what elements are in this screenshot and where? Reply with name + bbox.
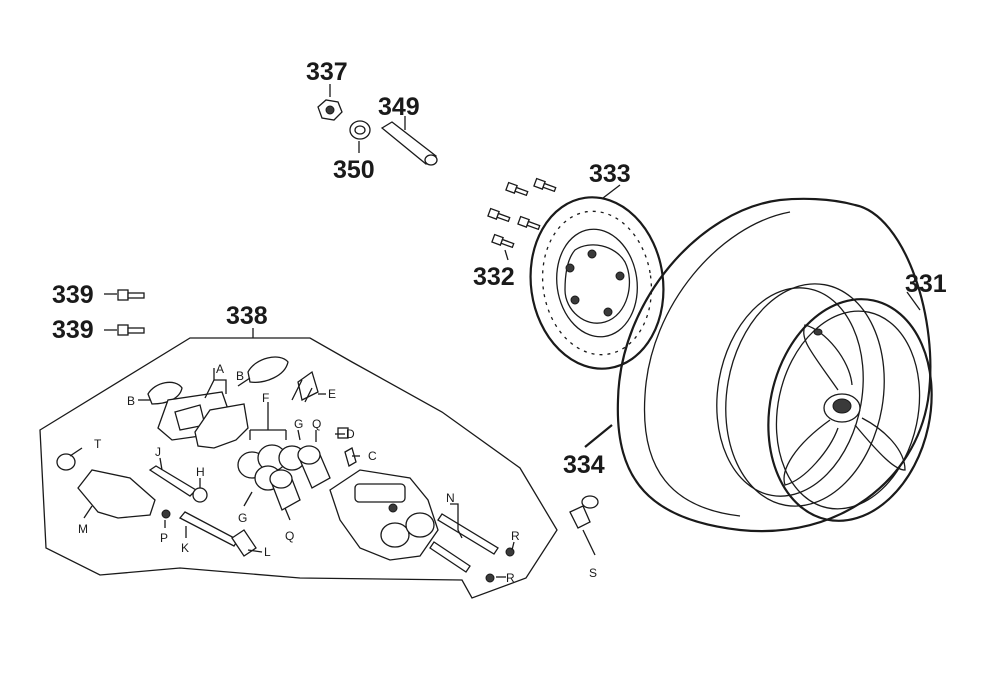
tire-valve: [569, 495, 599, 529]
disc-bolts: [487, 177, 557, 249]
letter-p: P: [160, 531, 168, 545]
letter-m: M: [78, 522, 88, 536]
callout-339-lower: 339: [52, 316, 94, 344]
callout-339-upper: 339: [52, 281, 94, 309]
callout-334: 334: [563, 451, 605, 479]
leader-333: [602, 184, 621, 199]
letter-t: T: [94, 437, 102, 451]
letter-e: E: [328, 387, 336, 401]
letter-r-lower: R: [506, 571, 515, 585]
callout-331: 331: [905, 270, 947, 298]
caliper-pins: [429, 513, 515, 583]
caliper-pistons: [269, 445, 331, 511]
spacer-ring: [349, 120, 371, 140]
letter-q-upper: Q: [312, 417, 321, 431]
axle-sleeve: [380, 121, 438, 166]
rear-wheel-assembly: [616, 197, 933, 533]
letter-d: D: [346, 427, 355, 441]
leader-334: [584, 424, 613, 448]
letter-l: L: [264, 545, 271, 559]
letter-n: N: [446, 491, 455, 505]
callout-332: 332: [473, 263, 515, 291]
letter-j: J: [155, 445, 161, 459]
axle-nut: [317, 99, 343, 121]
leader-332: [504, 249, 509, 261]
caliper-bolt-lower: [117, 324, 145, 336]
letter-g-lower: G: [238, 511, 247, 525]
brake-pad-right: [247, 356, 289, 383]
letter-r-upper: R: [511, 529, 520, 543]
letter-leaders: [69, 368, 515, 578]
callout-337: 337: [306, 58, 348, 86]
letter-h: H: [196, 465, 205, 479]
letter-g-upper: G: [294, 417, 303, 431]
letter-f: F: [262, 391, 269, 405]
letter-b-right: B: [236, 369, 244, 383]
pad-spring: [291, 370, 319, 403]
brake-disc: [529, 196, 665, 370]
caliper-bolt-upper: [117, 289, 145, 301]
letter-b-left: B: [127, 394, 135, 408]
leader-331: [906, 291, 921, 311]
slide-pin: [161, 509, 257, 557]
letter-a: A: [216, 362, 224, 376]
leader-s: [582, 529, 596, 556]
callout-333: 333: [589, 160, 631, 188]
letter-c: C: [368, 449, 377, 463]
letter-q-lower: Q: [285, 529, 294, 543]
caliper-body: [329, 469, 439, 561]
piston-seals: [237, 444, 306, 491]
callout-338: 338: [226, 302, 268, 330]
bleeder-valve: [337, 427, 357, 467]
caliper-bracket: [56, 453, 208, 519]
callout-349: 349: [378, 93, 420, 121]
letter-k: K: [181, 541, 189, 555]
pad-backing-plate-rear: [194, 403, 249, 449]
letter-s: S: [589, 566, 597, 580]
caliper-kit-outline: [39, 337, 558, 599]
callout-350: 350: [333, 156, 375, 184]
